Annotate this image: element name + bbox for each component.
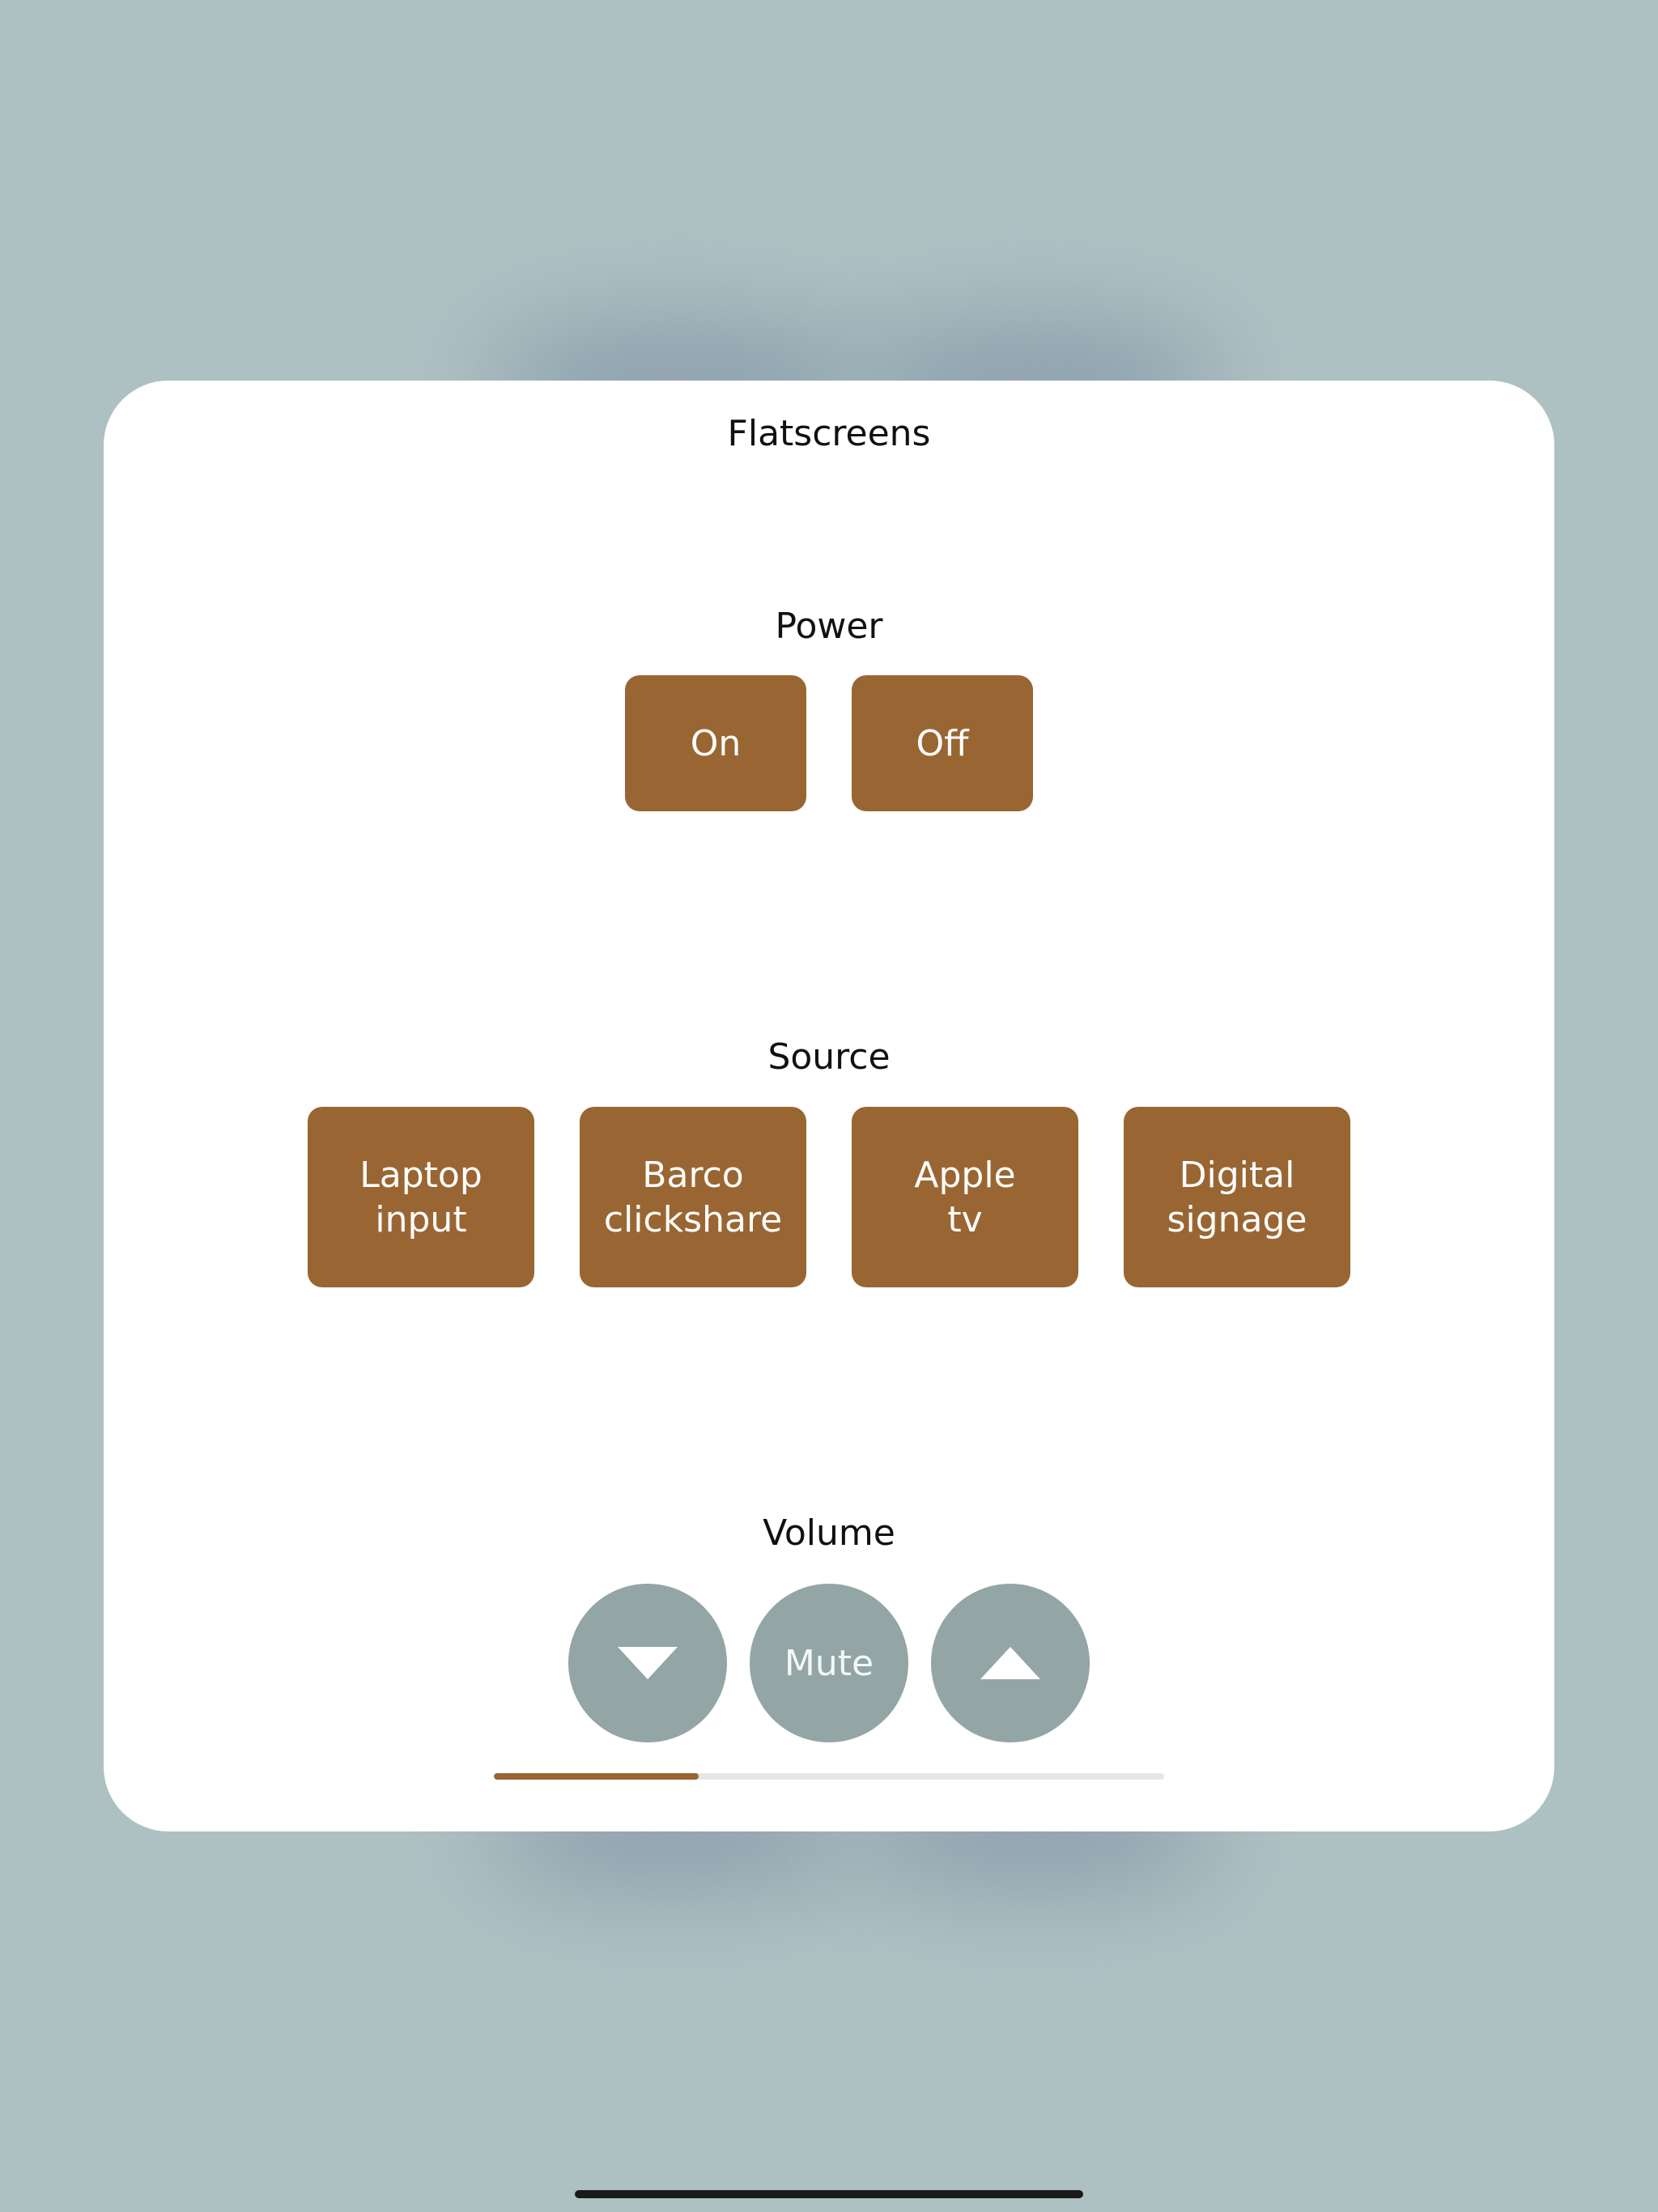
source-apple-tv-button[interactable]: Apple tv: [852, 1107, 1078, 1287]
power-on-button[interactable]: On: [625, 675, 806, 811]
source-barco-clickshare-label: Barco clickshare: [603, 1154, 783, 1240]
triangle-up-icon: [980, 1647, 1040, 1679]
power-off-label: Off: [916, 722, 969, 764]
source-laptop-input-button[interactable]: Laptop input: [308, 1107, 534, 1287]
source-barco-clickshare-button[interactable]: Barco clickshare: [580, 1107, 806, 1287]
source-label: Source: [767, 1036, 891, 1078]
home-indicator: [575, 2190, 1083, 2198]
volume-level-fill: [494, 1773, 699, 1780]
volume-up-button[interactable]: [931, 1584, 1090, 1742]
volume-label: Volume: [763, 1512, 895, 1554]
volume-level-bar[interactable]: [494, 1773, 1164, 1780]
source-laptop-input-label: Laptop input: [359, 1154, 483, 1240]
power-label: Power: [775, 606, 883, 647]
mute-label: Mute: [784, 1642, 874, 1684]
volume-down-button[interactable]: [568, 1584, 727, 1742]
triangle-down-icon: [618, 1647, 678, 1679]
source-digital-signage-label: Digital signage: [1167, 1154, 1307, 1240]
power-on-label: On: [690, 722, 742, 764]
card-title: Flatscreens: [727, 413, 931, 454]
mute-button[interactable]: Mute: [750, 1584, 908, 1742]
source-digital-signage-button[interactable]: Digital signage: [1124, 1107, 1350, 1287]
source-apple-tv-label: Apple tv: [914, 1154, 1016, 1240]
power-off-button[interactable]: Off: [852, 675, 1033, 811]
